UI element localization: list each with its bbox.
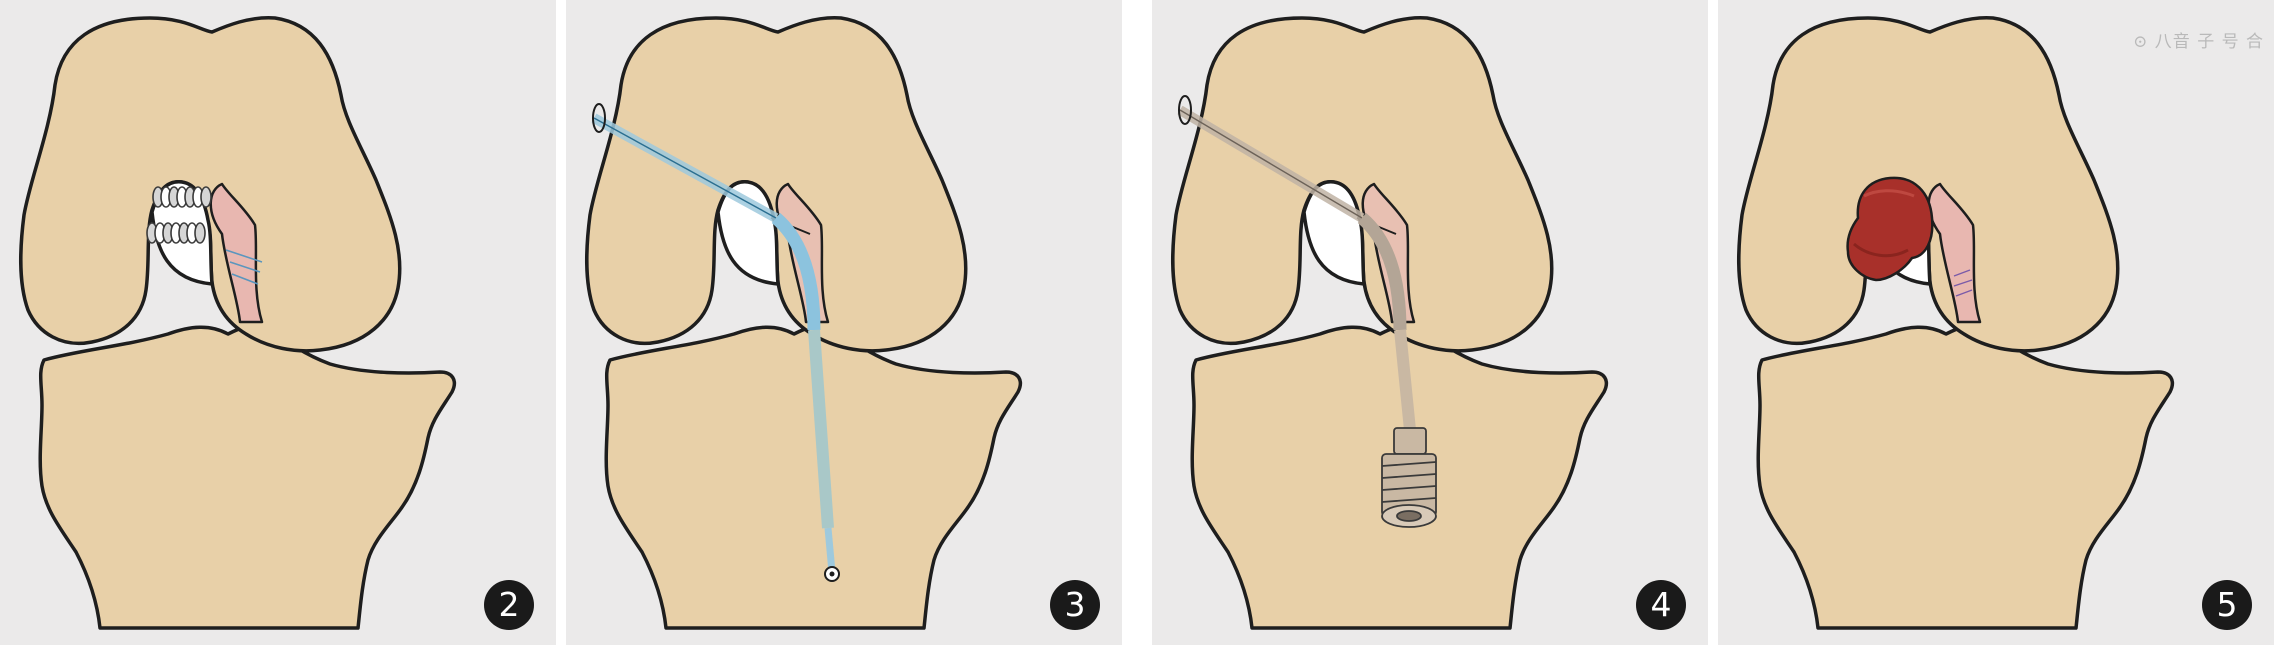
- watermark: ⊙ 八音 子 号 合: [2133, 32, 2264, 52]
- knee-diagram: [584, 15, 1023, 630]
- panel-5: ⊙ 八音 子 号 合 5: [1718, 0, 2274, 645]
- interference-screw-icon: [1381, 427, 1437, 528]
- panel-3: 3: [566, 0, 1122, 645]
- knee-diagram: [18, 15, 457, 630]
- knee-diagram: [1736, 15, 2175, 630]
- step-number-badge: 5: [2202, 580, 2252, 630]
- step-number-badge: 2: [484, 580, 534, 630]
- blood-clot-icon: [1846, 176, 1934, 282]
- panel-2: 2: [0, 0, 556, 645]
- step-number-badge: 3: [1050, 580, 1100, 630]
- step-number-badge: 4: [1636, 580, 1686, 630]
- knee-diagram: [1170, 15, 1609, 630]
- anchor-screw-icon: [146, 222, 206, 244]
- acl-graft: [1927, 182, 1982, 324]
- panel-4: 4: [1152, 0, 1708, 645]
- guide-pin-icon: [1177, 95, 1416, 431]
- anchor-screw-icon: [152, 186, 212, 208]
- guide-pin-icon: [591, 103, 840, 582]
